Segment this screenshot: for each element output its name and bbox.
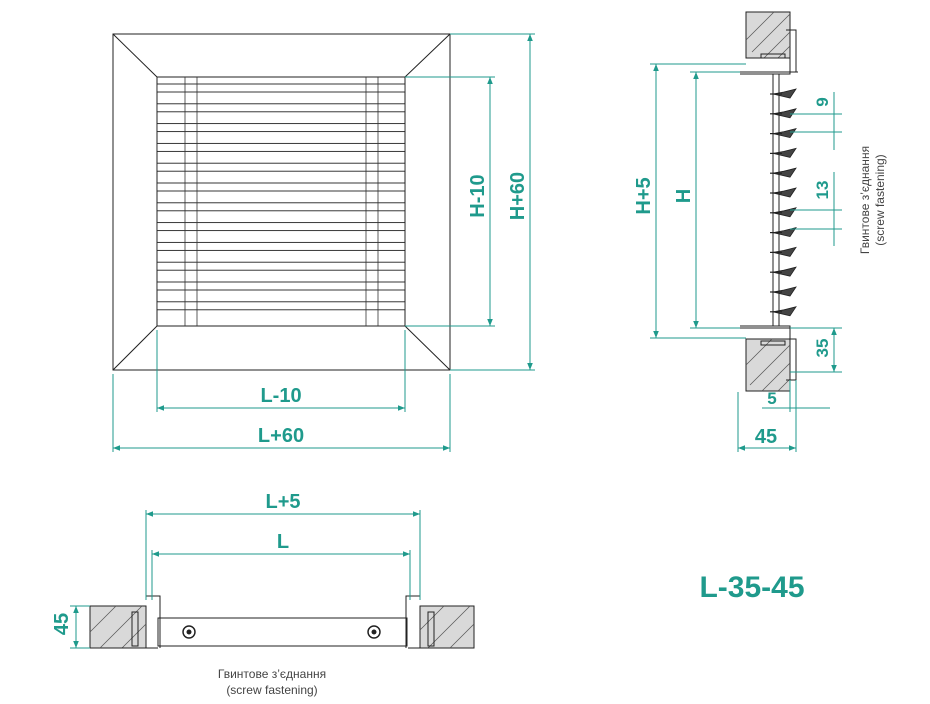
louver-blade	[156, 123, 406, 133]
dim-label-inner-height: H-10	[467, 174, 489, 217]
blade-profile	[772, 286, 797, 297]
louver-blade	[156, 103, 406, 113]
blade-profile	[772, 266, 797, 277]
louver-blade	[156, 301, 406, 311]
louver-blade	[156, 142, 406, 152]
blade-profile	[772, 187, 797, 198]
note-screw-fastening-side-1: Гвинтове з’єднання	[858, 146, 872, 254]
dim-label-outer-height: H+60	[507, 172, 529, 220]
wall-section-bottom	[745, 338, 791, 392]
louver-blade	[156, 83, 406, 93]
louver-blade	[156, 241, 406, 251]
wall-right	[419, 605, 475, 649]
model-code: L-35-45	[699, 571, 804, 604]
dim-label-top-depth: 45	[51, 613, 73, 635]
dim-label-wall-35: 35	[813, 339, 832, 358]
louver-blade	[156, 182, 406, 192]
blade-profile	[772, 88, 797, 99]
dim-label-outer-width: L+60	[258, 425, 304, 447]
blade-profiles	[770, 88, 797, 317]
louver-blade	[156, 261, 406, 271]
outer-frame	[112, 33, 451, 371]
dim-label-depth: 45	[755, 426, 777, 448]
note-screw-fastening-side-2: (screw fastening)	[873, 154, 887, 245]
blade-profile	[772, 108, 797, 119]
front-view: L-10 L+60 H-10 H+60	[112, 33, 535, 452]
dim-label-5: 5	[767, 389, 776, 408]
dim-label-opening-width: L+5	[265, 491, 300, 513]
louver-blade	[156, 222, 406, 232]
louver-blade	[156, 202, 406, 212]
blade-profile	[772, 306, 797, 317]
side-view: H+5 H 9 13 35 5 45 Гвинтове з’єднання (s…	[633, 11, 887, 452]
blade-profile	[772, 246, 797, 257]
dim-label-blade-pitch: 9	[813, 97, 832, 106]
blade-profile	[772, 127, 797, 139]
dim-label-width: L	[277, 531, 289, 553]
dim-label-blade-gap: 13	[813, 181, 832, 200]
dim-label-height: H	[673, 189, 695, 203]
dim-label-inner-width: L-10	[260, 385, 301, 407]
note-screw-fastening-top-1: Гвинтове з’єднання	[218, 667, 326, 681]
louver-blade	[156, 281, 406, 291]
wall-left	[89, 605, 147, 649]
louver-blade	[156, 162, 406, 172]
note-screw-fastening-top-2: (screw fastening)	[226, 683, 317, 697]
blade-profile	[772, 147, 797, 158]
blade-profile	[772, 226, 797, 238]
blade-profile	[772, 167, 797, 178]
louver-blades	[156, 83, 406, 311]
top-view: L+5 L 45 Гвинтове з’єднання (screw faste…	[51, 491, 475, 697]
inner-frame	[156, 76, 406, 327]
dim-label-opening-height: H+5	[633, 177, 655, 214]
